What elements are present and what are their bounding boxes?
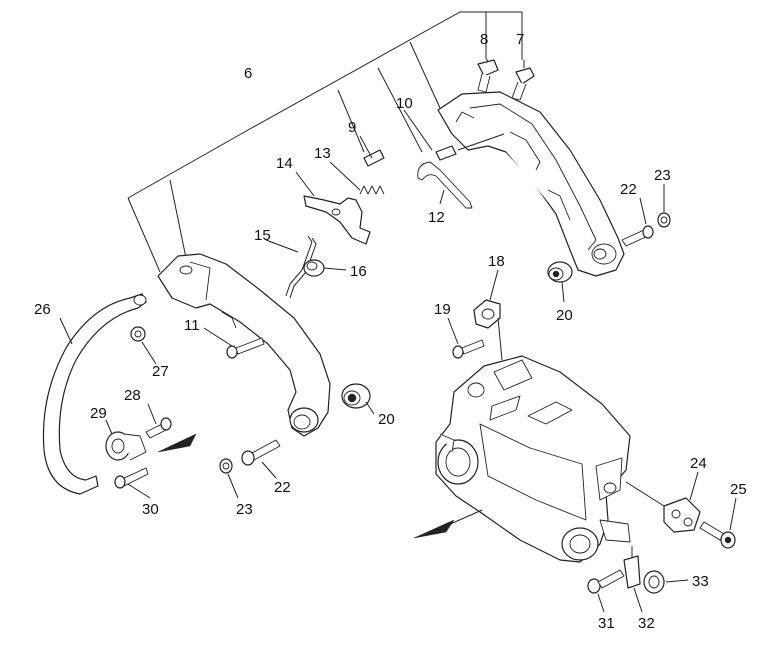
part-label-27: 27 <box>152 363 169 380</box>
screw-30 <box>114 467 149 489</box>
part-label-18: 18 <box>488 253 505 270</box>
part-label-25: 25 <box>730 481 747 498</box>
screw-22-upper <box>621 225 654 247</box>
part-label-29: 29 <box>90 405 107 422</box>
part-label-20-lower: 20 <box>378 411 395 428</box>
washer-23-lower <box>219 458 233 474</box>
part-label-10: 10 <box>396 95 413 112</box>
screw-22-lower <box>241 439 281 466</box>
direction-arrow-left-2 <box>413 509 483 539</box>
plate-24 <box>625 481 701 533</box>
throttle-lever-14 <box>303 195 371 245</box>
rear-handle <box>437 91 625 277</box>
part-label-33: 33 <box>692 573 709 590</box>
crankcase-body <box>435 355 631 563</box>
part-label-7: 7 <box>516 31 524 48</box>
washer-33 <box>643 570 665 594</box>
direction-arrow-left <box>157 433 197 453</box>
part-label-11: 11 <box>184 317 200 334</box>
assembly-bracket-lines <box>127 11 523 273</box>
bracket-29 <box>105 431 147 461</box>
mount-18 <box>473 299 503 361</box>
pin-10 <box>435 133 505 161</box>
part-label-23-upper: 23 <box>654 167 671 184</box>
screw-25 <box>699 521 736 549</box>
part-label-23-lower: 23 <box>236 501 253 518</box>
bracket-32 <box>623 546 641 589</box>
part-label-31: 31 <box>598 615 615 632</box>
part-label-32: 32 <box>638 615 655 632</box>
part-label-6: 6 <box>244 65 252 82</box>
damper-20-upper <box>547 261 573 283</box>
pin-9 <box>363 149 385 167</box>
washer-23-upper <box>657 212 671 228</box>
bushing-16 <box>303 259 325 277</box>
part-label-15: 15 <box>254 227 271 244</box>
part-label-9: 9 <box>348 119 356 136</box>
part-label-22-upper: 22 <box>620 181 637 198</box>
screw-31 <box>587 569 625 594</box>
part-label-26: 26 <box>34 301 51 318</box>
clip-12 <box>417 161 473 209</box>
part-label-30: 30 <box>142 501 159 518</box>
handlebar-26 <box>42 293 147 495</box>
spring-13 <box>359 185 385 195</box>
bolt-11 <box>226 337 265 359</box>
part-label-24: 24 <box>690 455 707 472</box>
part-label-14: 14 <box>276 155 293 172</box>
part-label-19: 19 <box>434 301 451 318</box>
part-label-16: 16 <box>350 263 367 280</box>
part-label-28: 28 <box>124 387 141 404</box>
part-label-13: 13 <box>314 145 331 162</box>
part-label-12: 12 <box>428 209 445 226</box>
part-label-20-upper: 20 <box>556 307 573 324</box>
front-handle-11 <box>157 253 331 437</box>
nut-27 <box>130 326 146 342</box>
part-label-22-lower: 22 <box>274 479 291 496</box>
part-label-8: 8 <box>480 31 488 48</box>
damper-20-lower <box>341 383 371 409</box>
screw-28 <box>145 417 172 439</box>
screw-8 <box>477 57 499 93</box>
part-number-labels: 6 7 8 9 10 11 12 13 14 15 16 18 19 20 20… <box>34 31 747 632</box>
leader-lines <box>59 109 737 613</box>
screw-19 <box>452 339 485 359</box>
screw-7 <box>511 60 535 101</box>
